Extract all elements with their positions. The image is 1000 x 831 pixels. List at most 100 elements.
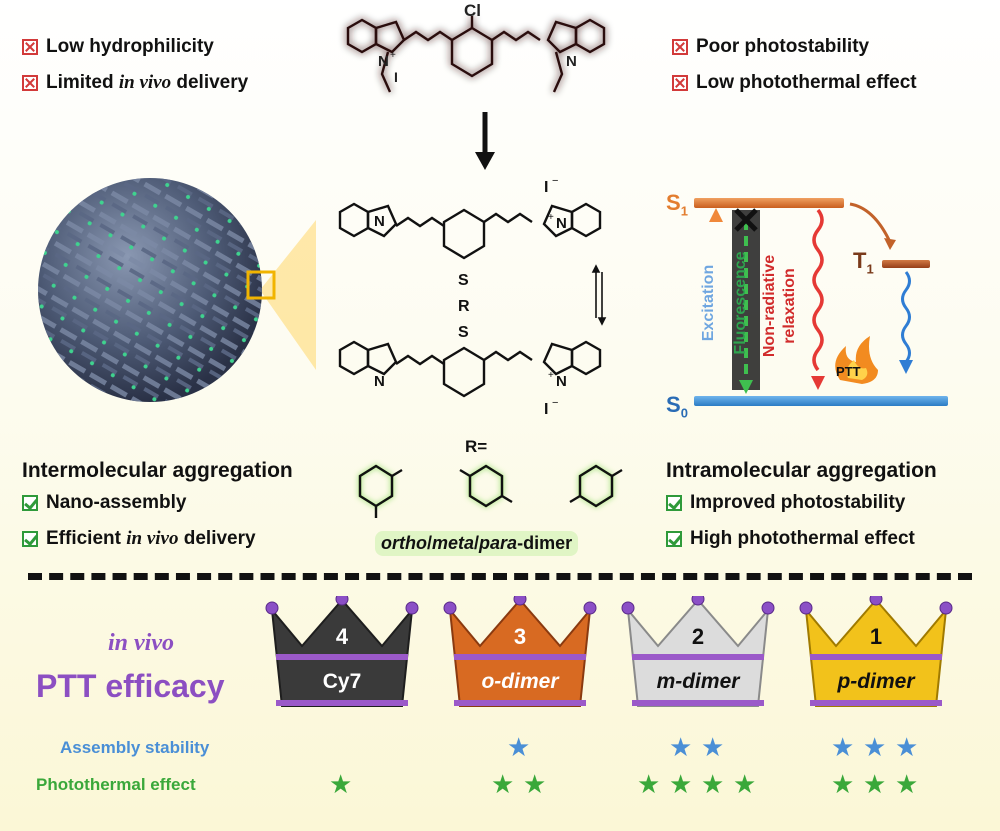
crown-band bbox=[276, 700, 408, 706]
crown-bead-icon bbox=[583, 601, 597, 615]
crown-bead-icon bbox=[621, 601, 635, 615]
con-limited-delivery: Limited in vivo delivery bbox=[22, 72, 248, 94]
dimer-caption: ortho/meta/para-dimer bbox=[375, 531, 579, 556]
excitation-label: Excitation bbox=[700, 264, 717, 342]
pro-high-photothermal: High photothermal effect bbox=[666, 528, 915, 550]
intramolecular-heading: Intramolecular aggregation bbox=[666, 459, 937, 482]
cross-icon bbox=[672, 39, 688, 55]
crown-rank: 4 bbox=[336, 624, 349, 649]
crown-name: Cy7 bbox=[323, 670, 362, 693]
pro-text: Nano-assembly bbox=[46, 492, 187, 513]
s1-level bbox=[694, 198, 844, 208]
fluorescence-label: Fluorescence bbox=[732, 251, 749, 355]
assembly-star-icon: ★ bbox=[701, 732, 725, 762]
charge-plus: + bbox=[548, 370, 554, 381]
molecular-structures: Cl N + I N S R S N N + I − N N + I − bbox=[338, 1, 623, 518]
cross-icon bbox=[22, 75, 38, 91]
con-text: Low hydrophilicity bbox=[46, 36, 214, 57]
dimer-upper-unit bbox=[338, 202, 602, 260]
con-text: Low photothermal effect bbox=[696, 72, 917, 93]
photothermal-star-icon: ★ bbox=[895, 769, 919, 799]
crown-bead-icon bbox=[761, 601, 775, 615]
crown-band bbox=[454, 654, 586, 660]
ranking-subtitle: in vivo bbox=[108, 630, 174, 656]
photothermal-star-icon: ★ bbox=[523, 769, 547, 799]
sulfur-label: S bbox=[458, 272, 469, 289]
r-equals-label: R= bbox=[465, 437, 487, 456]
crown-bead-icon bbox=[405, 601, 419, 615]
fluorescence-label-wrap: Fluorescence bbox=[730, 230, 749, 380]
crown-name: o-dimer bbox=[481, 670, 560, 693]
crown-bead-icon bbox=[869, 596, 883, 606]
chlorine-label: Cl bbox=[464, 1, 481, 20]
intermolecular-heading: Intermolecular aggregation bbox=[22, 459, 293, 482]
crown-band bbox=[632, 700, 764, 706]
photothermal-star-icon: ★ bbox=[863, 769, 887, 799]
arrow-head-icon bbox=[475, 152, 495, 170]
pro-text: Improved photostability bbox=[690, 492, 906, 513]
crown-bead-icon bbox=[513, 596, 527, 606]
con-poor-photostability: Poor photostability bbox=[672, 36, 869, 58]
photothermal-star-icon: ★ bbox=[733, 769, 757, 799]
assembly-star-icon: ★ bbox=[895, 732, 919, 762]
check-icon bbox=[22, 495, 38, 511]
charge-minus: − bbox=[552, 397, 558, 409]
crown-bead-icon bbox=[265, 601, 279, 615]
ptt-label: PTT bbox=[836, 364, 861, 379]
nitrogen-label: N bbox=[378, 53, 389, 70]
iodide-label: I bbox=[544, 179, 548, 196]
sulfur-label: S bbox=[458, 324, 469, 341]
crown-rank: 2 bbox=[692, 624, 704, 649]
photothermal-star-icon: ★ bbox=[831, 769, 855, 799]
con-low-hydrophilicity: Low hydrophilicity bbox=[22, 36, 214, 58]
crown-bead-icon bbox=[335, 596, 349, 606]
photothermal-star-icon: ★ bbox=[637, 769, 661, 799]
assembly-star-icon: ★ bbox=[863, 732, 887, 762]
crown-o-dimer: 3o-dimer bbox=[443, 596, 597, 707]
crown-m-dimer: 2 m-dimer bbox=[621, 596, 775, 707]
con-low-photothermal: Low photothermal effect bbox=[672, 72, 917, 94]
excitation-label-wrap: Excitation bbox=[698, 230, 717, 380]
cy7-structure bbox=[346, 16, 606, 93]
section-divider bbox=[28, 573, 972, 580]
ranking-title: PTT efficacy bbox=[36, 668, 225, 704]
assembly-stability-label: Assembly stability bbox=[60, 738, 210, 757]
pro-text: Efficient in vivo delivery bbox=[46, 528, 256, 549]
charge-plus: + bbox=[548, 212, 554, 223]
iodide-label: I bbox=[544, 401, 548, 418]
charge-plus: + bbox=[390, 50, 396, 61]
crown-band bbox=[276, 654, 408, 660]
pro-text: High photothermal effect bbox=[690, 528, 915, 549]
photothermal-star-icon: ★ bbox=[701, 769, 725, 799]
assembly-star-icon: ★ bbox=[507, 732, 531, 762]
crown-bead-icon bbox=[443, 601, 457, 615]
photothermal-effect-label: Photothermal effect bbox=[36, 775, 196, 794]
check-icon bbox=[22, 531, 38, 547]
zoom-box-icon bbox=[246, 270, 276, 300]
nanoparticle-illustration bbox=[38, 178, 316, 402]
pro-efficient-delivery: Efficient in vivo delivery bbox=[22, 528, 256, 550]
charge-minus: − bbox=[552, 175, 558, 187]
check-icon bbox=[666, 531, 682, 547]
pro-improved-photostability: Improved photostability bbox=[666, 492, 905, 514]
nitrogen-label: N bbox=[374, 373, 385, 390]
con-text: Poor photostability bbox=[696, 36, 870, 57]
iodide-label: I bbox=[394, 69, 398, 85]
photothermal-star-icon: ★ bbox=[669, 769, 693, 799]
crown-bead-icon bbox=[799, 601, 813, 615]
nitrogen-label: N bbox=[556, 215, 567, 232]
equilibrium-arrows-icon bbox=[591, 264, 607, 326]
crown-band bbox=[810, 700, 942, 706]
assembly-star-icon: ★ bbox=[831, 732, 855, 762]
photothermal-star-icon: ★ bbox=[491, 769, 515, 799]
crown-name: m-dimer bbox=[657, 670, 742, 693]
crown-bead-icon bbox=[939, 601, 953, 615]
crown-rank: 1 bbox=[870, 624, 882, 649]
photothermal-star-icon: ★ bbox=[329, 769, 353, 799]
crown-bead-icon bbox=[691, 596, 705, 606]
s1-label: S1 bbox=[666, 190, 688, 219]
assembly-star-icon: ★ bbox=[669, 732, 693, 762]
